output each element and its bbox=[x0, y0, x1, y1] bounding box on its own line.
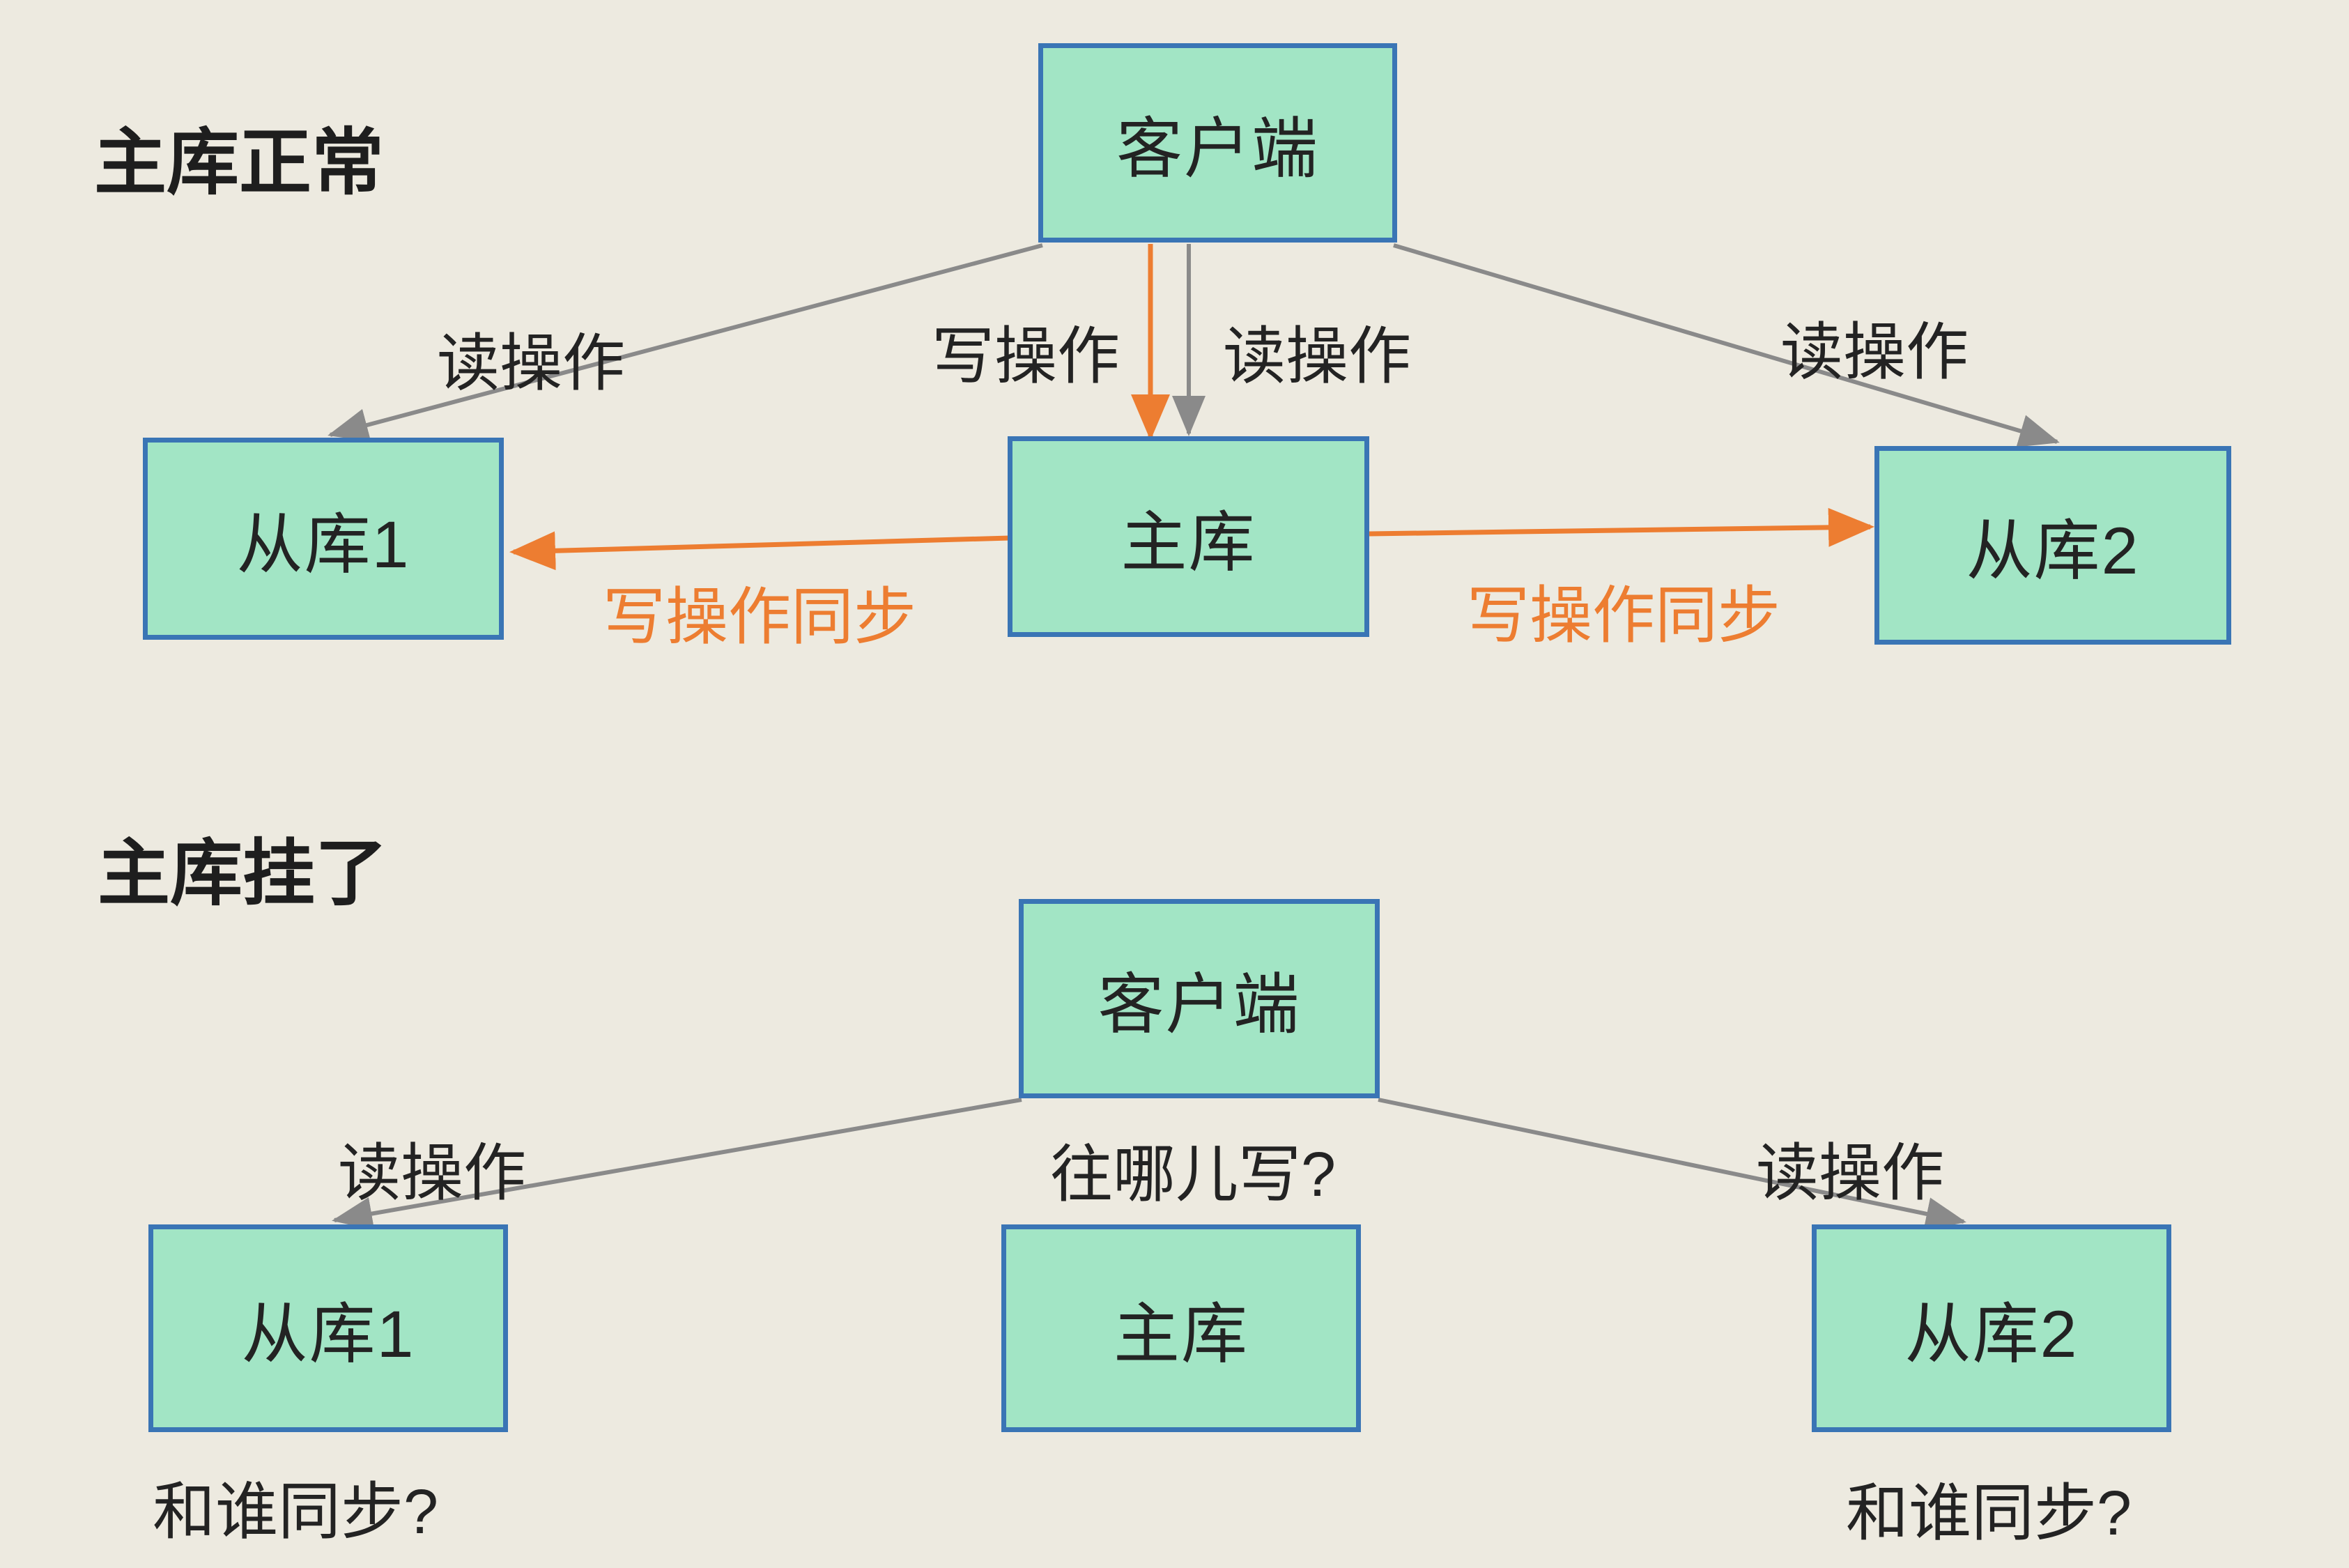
client-node-normal-label: 客户端 bbox=[1116, 112, 1319, 186]
edge-label-read-left-normal: 读操作 bbox=[437, 329, 625, 399]
slave1-node-normal: 从库1 bbox=[143, 438, 504, 640]
edge-label-write-normal: 写操作 bbox=[932, 322, 1120, 392]
edge-label-sync-question-left-down: 和谁同步? bbox=[152, 1477, 439, 1547]
edge-label-read-right-down: 读操作 bbox=[1756, 1139, 1944, 1208]
edge-label-sync-right-normal: 写操作同步 bbox=[1467, 581, 1780, 651]
read-arrow-client-to-slave1-normal bbox=[328, 243, 1043, 442]
edge-label-write-question-down: 往哪儿写? bbox=[1049, 1140, 1337, 1210]
edge-label-sync-left-normal: 写操作同步 bbox=[603, 583, 916, 652]
master-node-down: 主库 bbox=[1001, 1224, 1361, 1432]
client-node-down-label: 客户端 bbox=[1098, 967, 1301, 1042]
read-arrow-client-to-slave2-normal bbox=[1393, 243, 2060, 447]
client-node-normal: 客户端 bbox=[1038, 43, 1397, 243]
section-title-master-normal: 主库正常 bbox=[94, 123, 385, 203]
master-node-normal: 主库 bbox=[1008, 436, 1369, 637]
slave1-node-down: 从库1 bbox=[148, 1224, 508, 1432]
master-node-down-label: 主库 bbox=[1113, 1297, 1249, 1371]
read-arrow-client-to-slave2-down bbox=[1378, 1098, 1966, 1231]
sync-arrow-master-to-slave2 bbox=[1369, 507, 1874, 547]
sync-arrow-master-to-slave1 bbox=[509, 531, 1010, 571]
edge-label-read-left-down: 读操作 bbox=[338, 1139, 526, 1208]
edge-label-read-mid-normal: 读操作 bbox=[1223, 322, 1411, 392]
slave1-node-normal-label: 从库1 bbox=[236, 507, 410, 582]
slave1-node-down-label: 从库1 bbox=[241, 1297, 415, 1371]
slave2-node-normal-label: 从库2 bbox=[1966, 514, 2140, 588]
slave2-node-normal: 从库2 bbox=[1874, 446, 2231, 645]
slave2-node-down-label: 从库2 bbox=[1904, 1297, 2079, 1371]
edge-label-read-right-normal: 读操作 bbox=[1780, 318, 1969, 387]
master-node-normal-label: 主库 bbox=[1120, 505, 1256, 580]
slave2-node-down: 从库2 bbox=[1812, 1224, 2171, 1432]
edge-label-sync-question-right-down: 和谁同步? bbox=[1845, 1479, 2132, 1548]
section-title-master-down: 主库挂了 bbox=[98, 833, 388, 914]
client-node-down: 客户端 bbox=[1019, 899, 1380, 1098]
read-arrow-client-to-slave1-down bbox=[332, 1098, 1022, 1231]
